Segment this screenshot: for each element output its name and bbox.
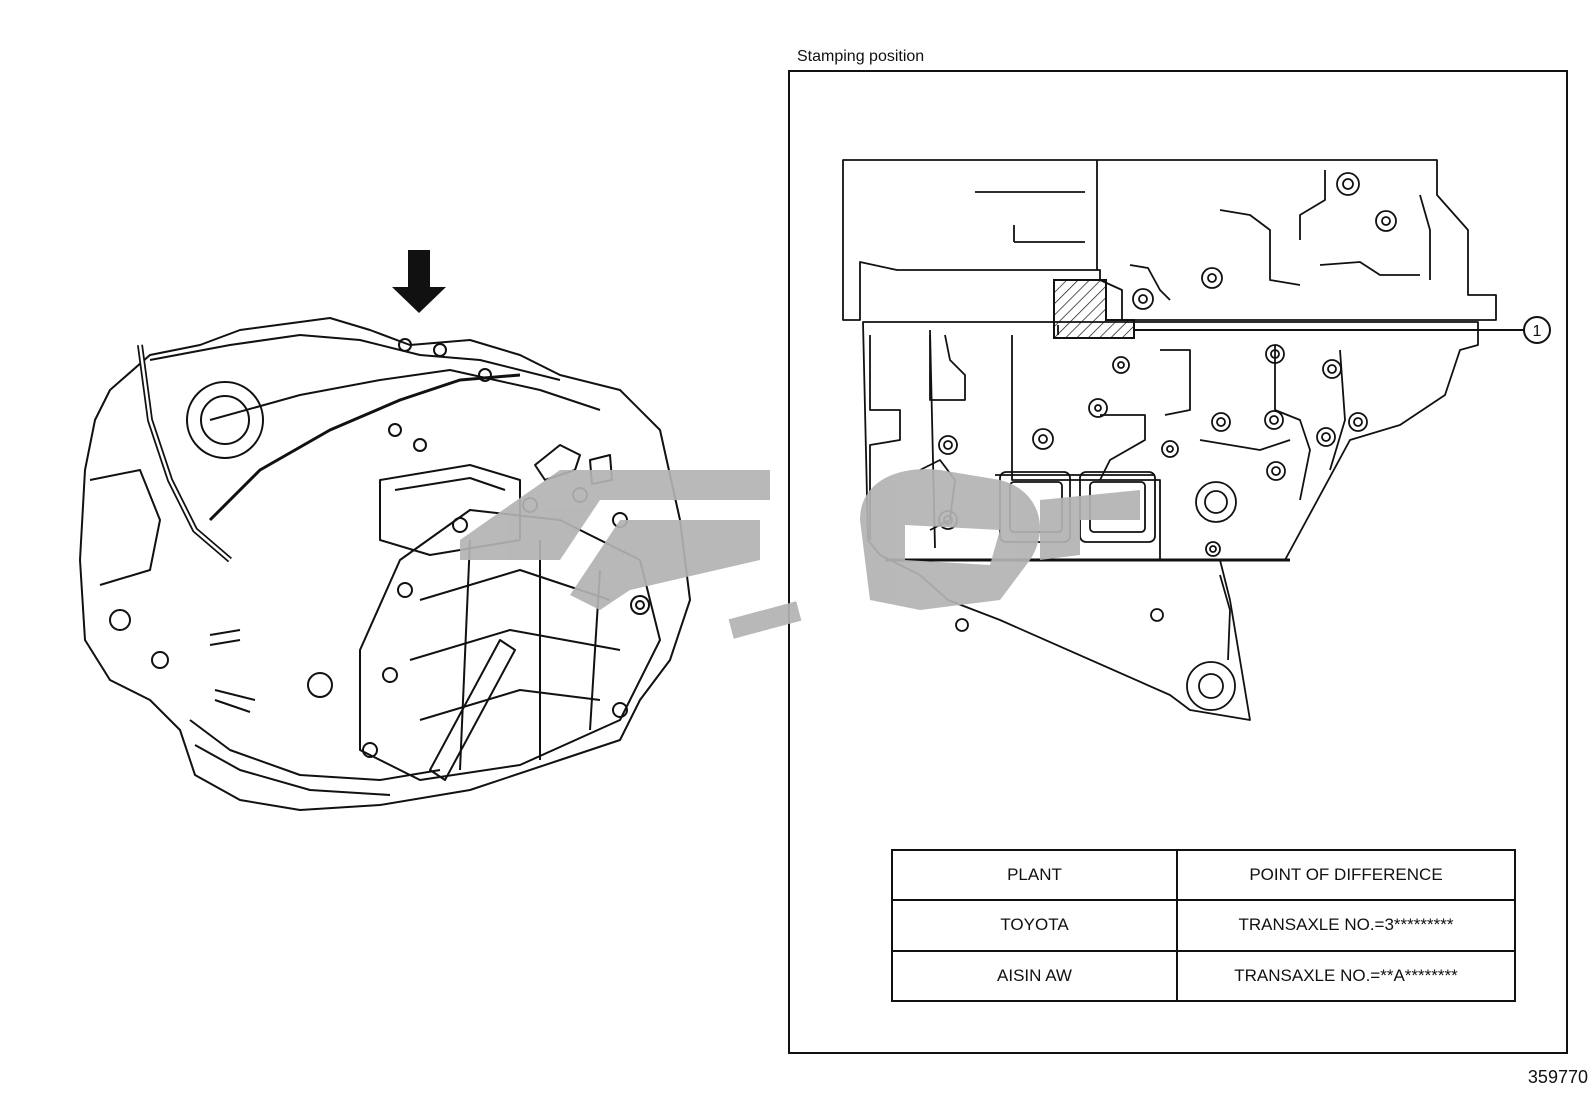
plant-difference-table: PLANT POINT OF DIFFERENCE TOYOTA TRANSAX…: [891, 848, 1516, 1003]
down-arrow-icon: [392, 250, 446, 313]
table-row: TOYOTA TRANSAXLE NO.=3*********: [891, 899, 1516, 952]
callout-circle: [1523, 316, 1551, 344]
table-header-row: PLANT POINT OF DIFFERENCE: [891, 848, 1516, 902]
table-header-cell: PLANT: [891, 848, 1178, 902]
stamping-area-hatch: [1053, 279, 1135, 339]
table-cell: TRANSAXLE NO.=**A********: [1176, 949, 1516, 1003]
callout-number: 1: [1533, 323, 1542, 340]
table-cell: TRANSAXLE NO.=3*********: [1176, 899, 1516, 952]
stamping-frame: [788, 70, 1568, 1054]
table-row: AISIN AW TRANSAXLE NO.=**A********: [891, 949, 1516, 1003]
diagram-number: 359770: [1527, 1067, 1588, 1087]
case-side-view: [842, 159, 1497, 721]
watermark-logo: [460, 469, 1140, 639]
stamping-position-label: Stamping position: [797, 48, 925, 65]
table-header-cell: POINT OF DIFFERENCE: [1176, 848, 1516, 902]
table-cell: TOYOTA: [891, 899, 1178, 952]
table-cell: AISIN AW: [891, 949, 1178, 1003]
